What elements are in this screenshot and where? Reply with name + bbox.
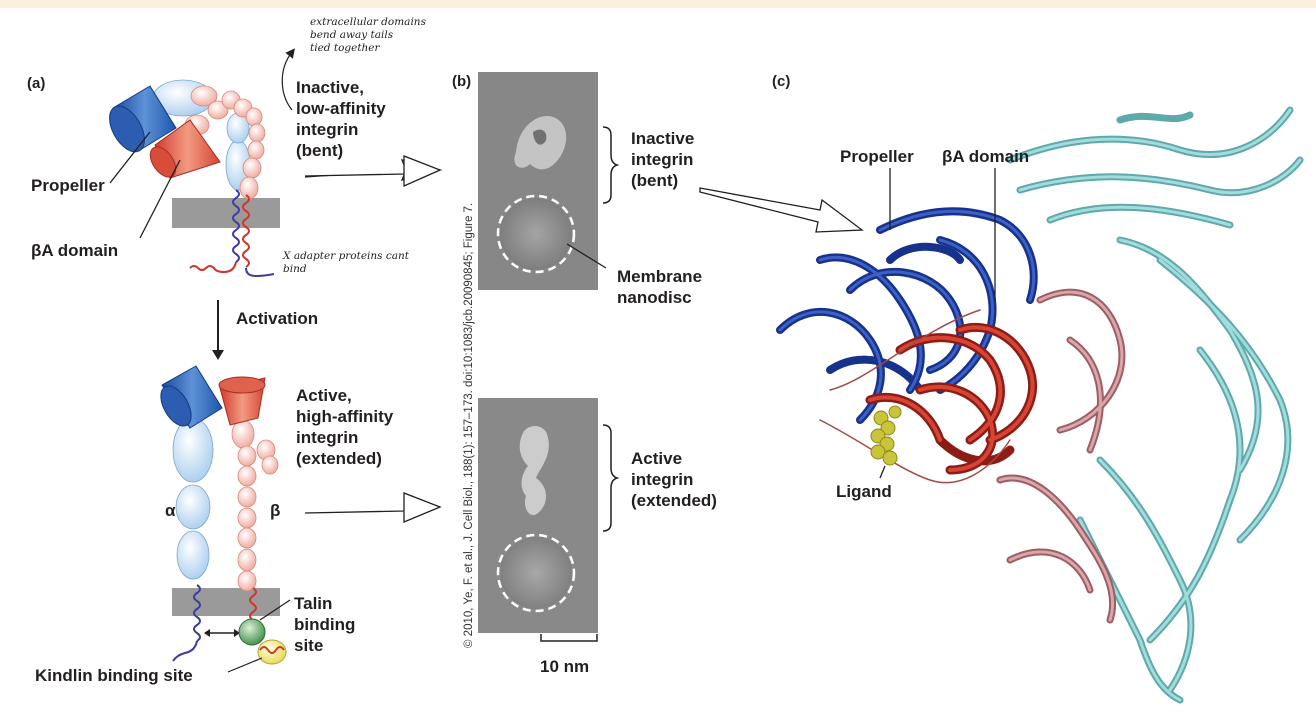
propeller-label-c: Propeller	[840, 147, 914, 166]
ligand-label: Ligand	[836, 482, 892, 501]
em-image-active	[478, 398, 598, 633]
nanodisc-outline	[496, 194, 576, 274]
panel-label-b: (b)	[452, 73, 472, 90]
nanodisc-blob	[500, 198, 572, 270]
propeller-label-a: Propeller	[31, 176, 105, 195]
open-arrow-to-structure	[699, 187, 864, 233]
activation-label: Activation	[236, 309, 319, 328]
open-arrow-active	[304, 492, 442, 523]
talin-ball	[238, 618, 266, 646]
handwritten-note-adapter: X adapter proteins cant bind	[283, 250, 410, 275]
membrane-slab-active	[172, 588, 280, 616]
panel-label-c: (c)	[772, 73, 791, 90]
active-integrin-label: Active, high-affinity integrin (extended…	[296, 386, 394, 468]
kindlin-binding-label: Kindlin binding site	[35, 666, 193, 685]
beta-a-domain-label-a: βA domain	[31, 241, 119, 260]
scale-bar	[540, 634, 598, 642]
inactive-integrin-em-label: Inactive integrin (bent)	[631, 129, 695, 190]
beta-label: β	[270, 501, 281, 520]
membrane-nanodisc-label: Membrane nanodisc	[617, 267, 703, 307]
panel-label-a: (a)	[27, 75, 46, 92]
alpha-label: α	[165, 501, 176, 520]
inactive-integrin-label: Inactive, low-affinity integrin (bent)	[296, 78, 386, 160]
scale-bar-label: 10 nm	[540, 657, 590, 676]
brace-inactive	[602, 126, 620, 204]
active-integrin-em-label: Active integrin (extended)	[631, 449, 717, 510]
integrin-extended-blob	[519, 426, 549, 516]
em-image-inactive	[478, 72, 598, 290]
active-integrin-schematic	[160, 365, 291, 673]
nanodisc-outline-active	[496, 533, 576, 613]
brace-active	[602, 424, 620, 532]
inactive-integrin-schematic	[109, 48, 295, 278]
handwritten-note-top: extracellular domains bend away tails ti…	[310, 16, 426, 54]
beta-a-domain-label-c: βA domain	[942, 147, 1030, 166]
ligand-spheres	[870, 405, 902, 466]
nanodisc-blob-active	[500, 537, 572, 609]
ribbon-structure	[776, 106, 1304, 704]
top-bar	[0, 0, 1316, 8]
em-inactive-svg	[478, 72, 598, 290]
membrane-slab-inactive	[172, 198, 280, 228]
talin-binding-label: Talin binding site	[294, 594, 356, 655]
em-active-svg	[478, 398, 598, 633]
